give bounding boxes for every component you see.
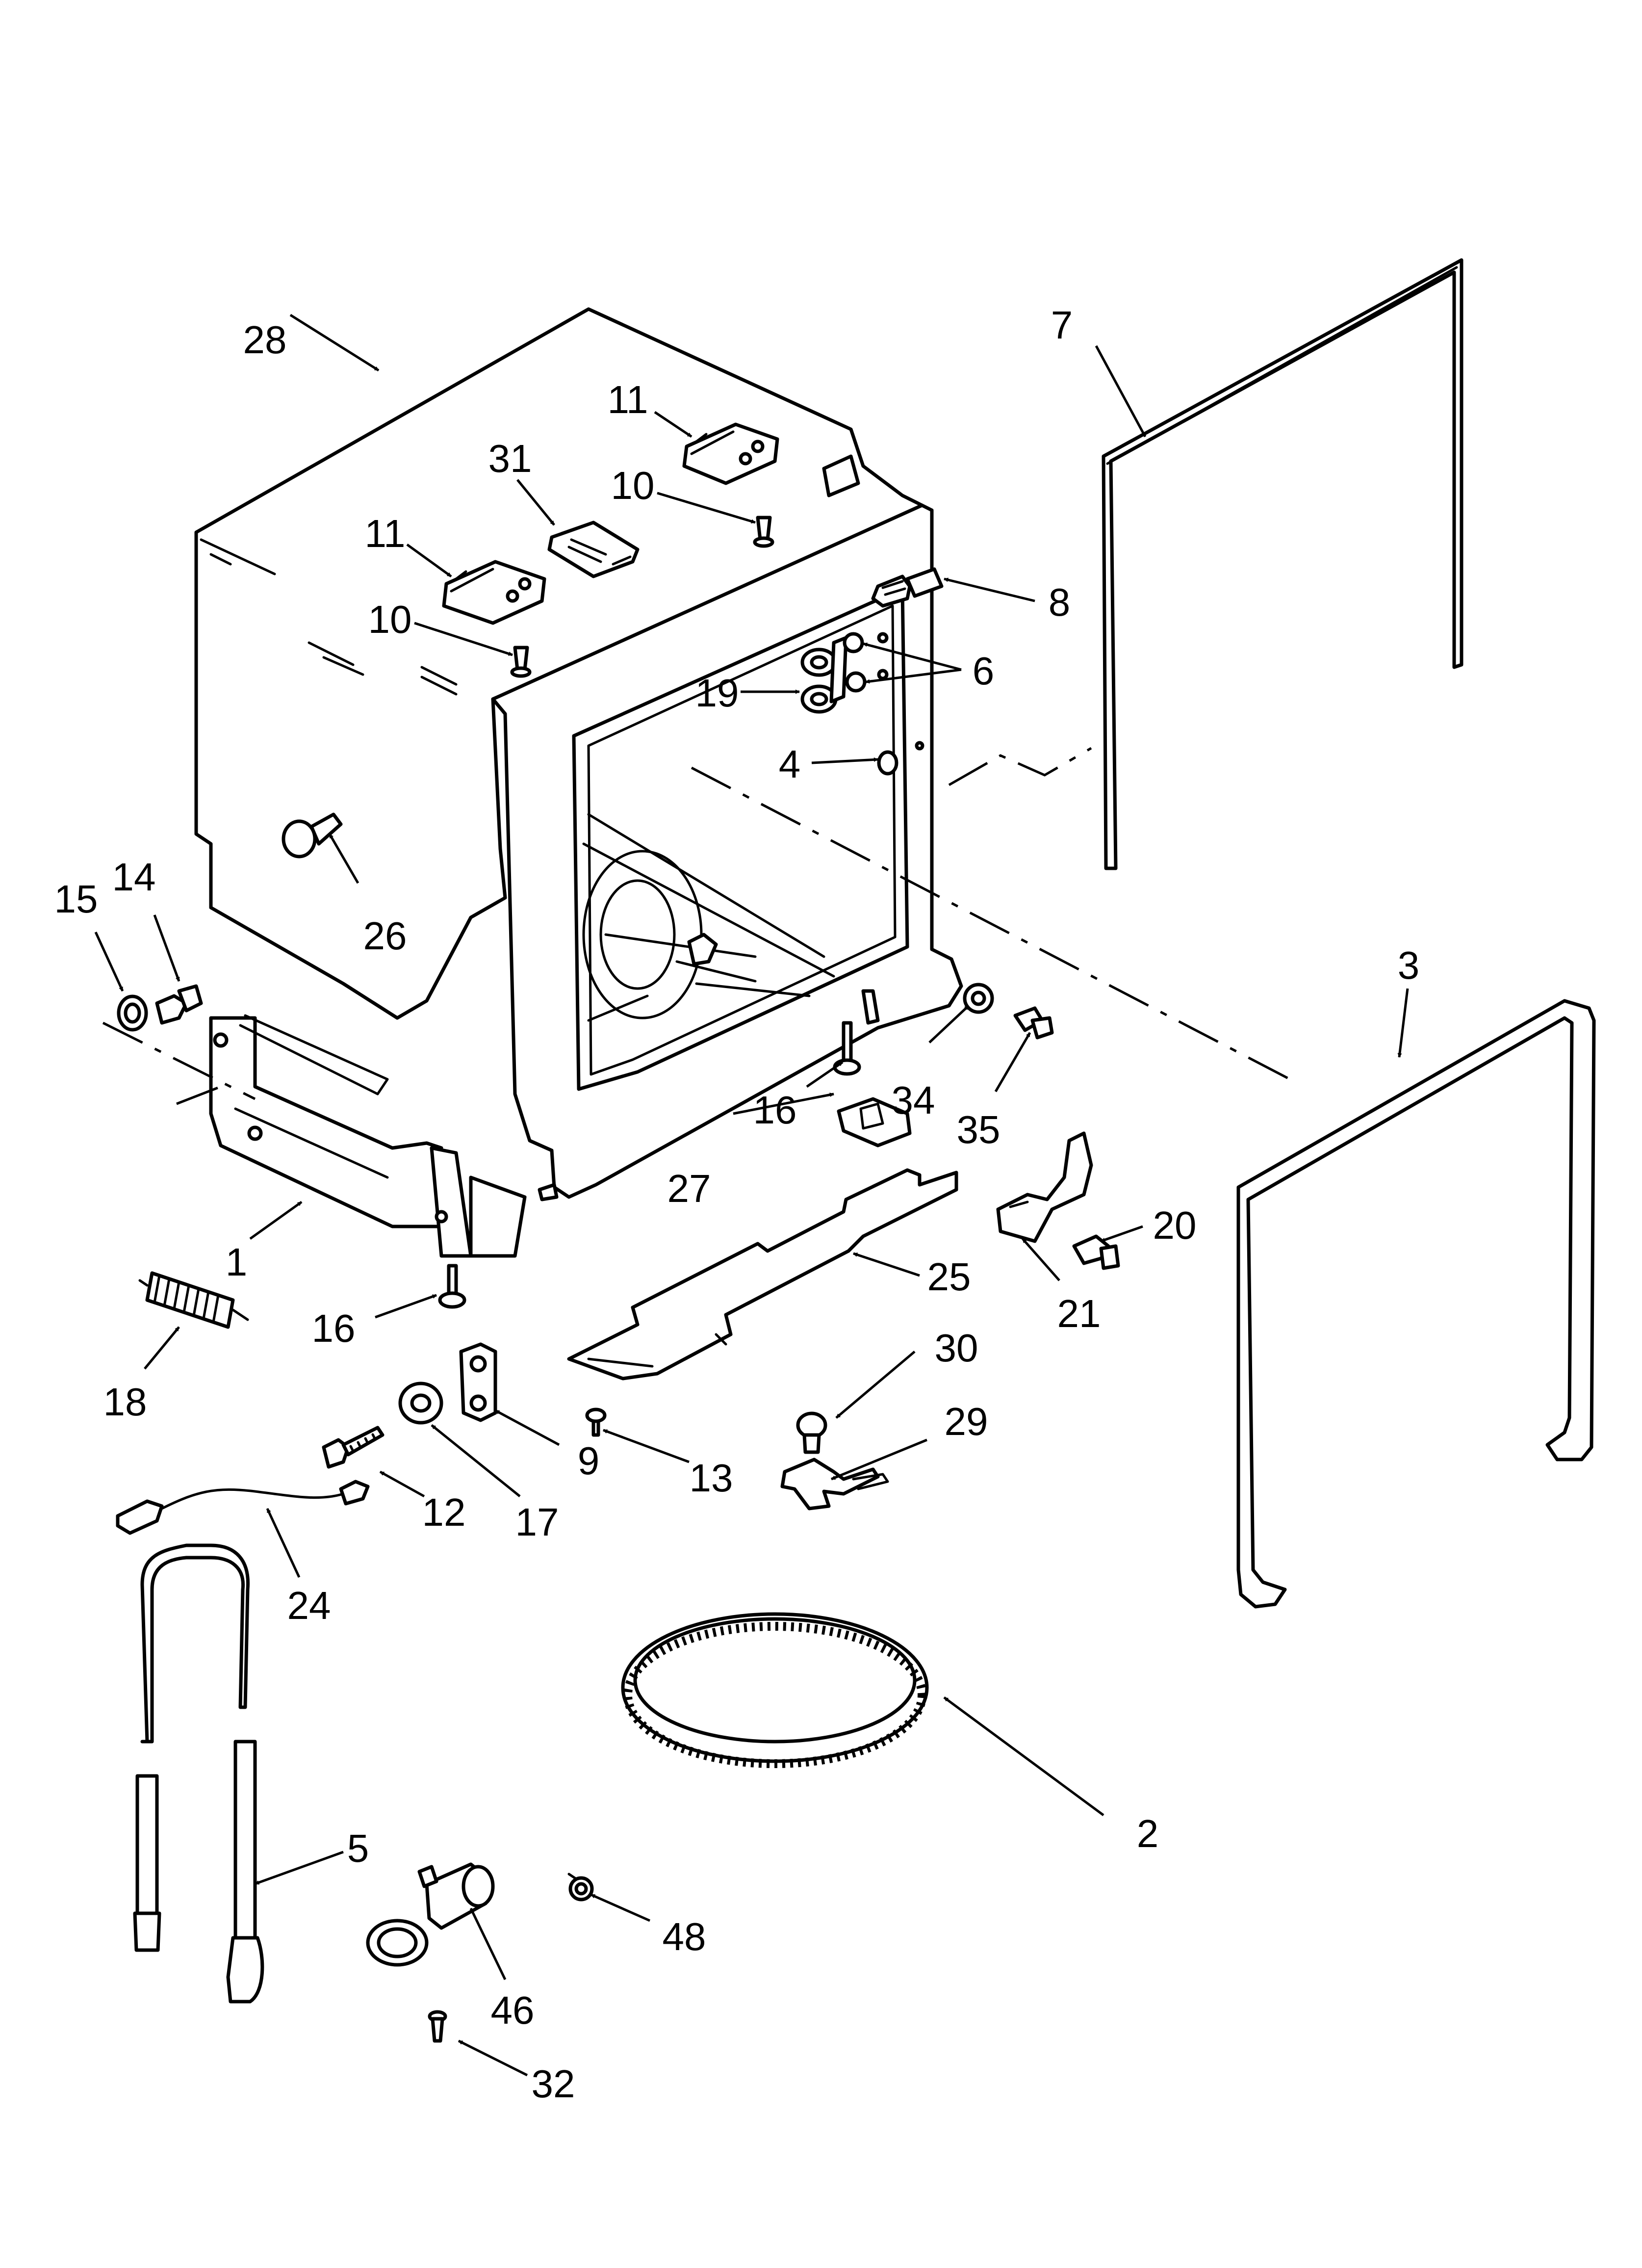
callout-14: 14 bbox=[112, 855, 156, 899]
bracket-9 bbox=[459, 1342, 497, 1422]
callout-27: 27 bbox=[667, 1167, 711, 1210]
callout-29: 29 bbox=[945, 1400, 988, 1443]
callout-2: 2 bbox=[1137, 1812, 1159, 1855]
door-spacers bbox=[800, 636, 848, 714]
callout-5: 5 bbox=[347, 1826, 369, 1870]
callout-34: 34 bbox=[892, 1078, 935, 1122]
callout-24: 24 bbox=[287, 1584, 331, 1627]
callout-19: 19 bbox=[695, 671, 739, 715]
callout-17: 17 bbox=[515, 1500, 559, 1544]
filter-ring-2 bbox=[621, 1612, 929, 1768]
leveling-leg-lower bbox=[438, 1264, 466, 1309]
heating-element-5 bbox=[133, 1543, 264, 2004]
callout-30: 30 bbox=[935, 1326, 978, 1370]
bolt-12 bbox=[322, 1426, 385, 1469]
callout-3: 3 bbox=[1398, 943, 1420, 987]
toe-shield-25 bbox=[567, 1168, 958, 1381]
callout-6: 6 bbox=[973, 649, 995, 693]
callout-10: 10 bbox=[368, 598, 412, 641]
clip-48 bbox=[567, 1873, 594, 1902]
callout-16: 16 bbox=[753, 1088, 797, 1132]
callout-8: 8 bbox=[1049, 580, 1071, 624]
callout-32: 32 bbox=[532, 2062, 575, 2106]
callout-28: 28 bbox=[243, 318, 287, 362]
callout-7: 7 bbox=[1051, 303, 1073, 347]
vent-clip bbox=[547, 521, 640, 578]
pulley-17 bbox=[398, 1382, 443, 1425]
nut-15 bbox=[117, 994, 148, 1032]
callout-16: 16 bbox=[312, 1306, 356, 1350]
screw-10-left bbox=[510, 646, 532, 678]
plug-26 bbox=[282, 812, 343, 859]
spring-18 bbox=[138, 1271, 249, 1329]
bracket-21 bbox=[996, 1131, 1093, 1243]
callout-46: 46 bbox=[491, 1988, 535, 2032]
callout-31: 31 bbox=[488, 437, 532, 480]
center-lines bbox=[102, 747, 1296, 1105]
tub-gasket bbox=[1236, 999, 1596, 1609]
callout-numbers: 28 11 11 31 10 10 7 8 6 19 4 26 15 14 3 … bbox=[54, 303, 1420, 2106]
callout-21: 21 bbox=[1057, 1292, 1101, 1335]
bracket-29 bbox=[780, 1458, 889, 1511]
callout-12: 12 bbox=[422, 1490, 466, 1534]
callout-35: 35 bbox=[957, 1108, 1001, 1151]
fitting-46 bbox=[366, 1862, 495, 1967]
callout-15: 15 bbox=[54, 877, 98, 921]
screw-8 bbox=[871, 567, 944, 608]
callout-20: 20 bbox=[1153, 1203, 1197, 1247]
screw-10-right bbox=[753, 516, 774, 548]
callout-4: 4 bbox=[779, 742, 801, 786]
callout-11: 11 bbox=[364, 512, 405, 555]
door-seal-gasket bbox=[1102, 258, 1463, 870]
screw-35 bbox=[1013, 1006, 1054, 1040]
callout-26: 26 bbox=[363, 914, 407, 958]
callout-11: 11 bbox=[607, 378, 648, 421]
float-switch-30 bbox=[796, 1411, 827, 1454]
plug-4 bbox=[877, 741, 924, 776]
screw-32 bbox=[428, 2010, 447, 2043]
screw-20 bbox=[1072, 1234, 1120, 1270]
hinge-bracket-left bbox=[442, 560, 546, 625]
callout-48: 48 bbox=[663, 1915, 706, 1958]
callout-10: 10 bbox=[611, 464, 655, 507]
gear-clip-34 bbox=[963, 983, 994, 1014]
screw-14 bbox=[155, 984, 203, 1025]
callout-9: 9 bbox=[578, 1439, 600, 1483]
leader-lines bbox=[94, 313, 1409, 2077]
grommet-13 bbox=[585, 1408, 607, 1437]
clip-27 bbox=[837, 1097, 912, 1147]
callout-18: 18 bbox=[103, 1380, 147, 1424]
callout-25: 25 bbox=[927, 1255, 971, 1299]
hinge-bracket-right bbox=[682, 422, 779, 485]
ground-wire-24 bbox=[116, 1480, 370, 1535]
callout-1: 1 bbox=[226, 1240, 248, 1284]
callout-13: 13 bbox=[690, 1456, 733, 1500]
